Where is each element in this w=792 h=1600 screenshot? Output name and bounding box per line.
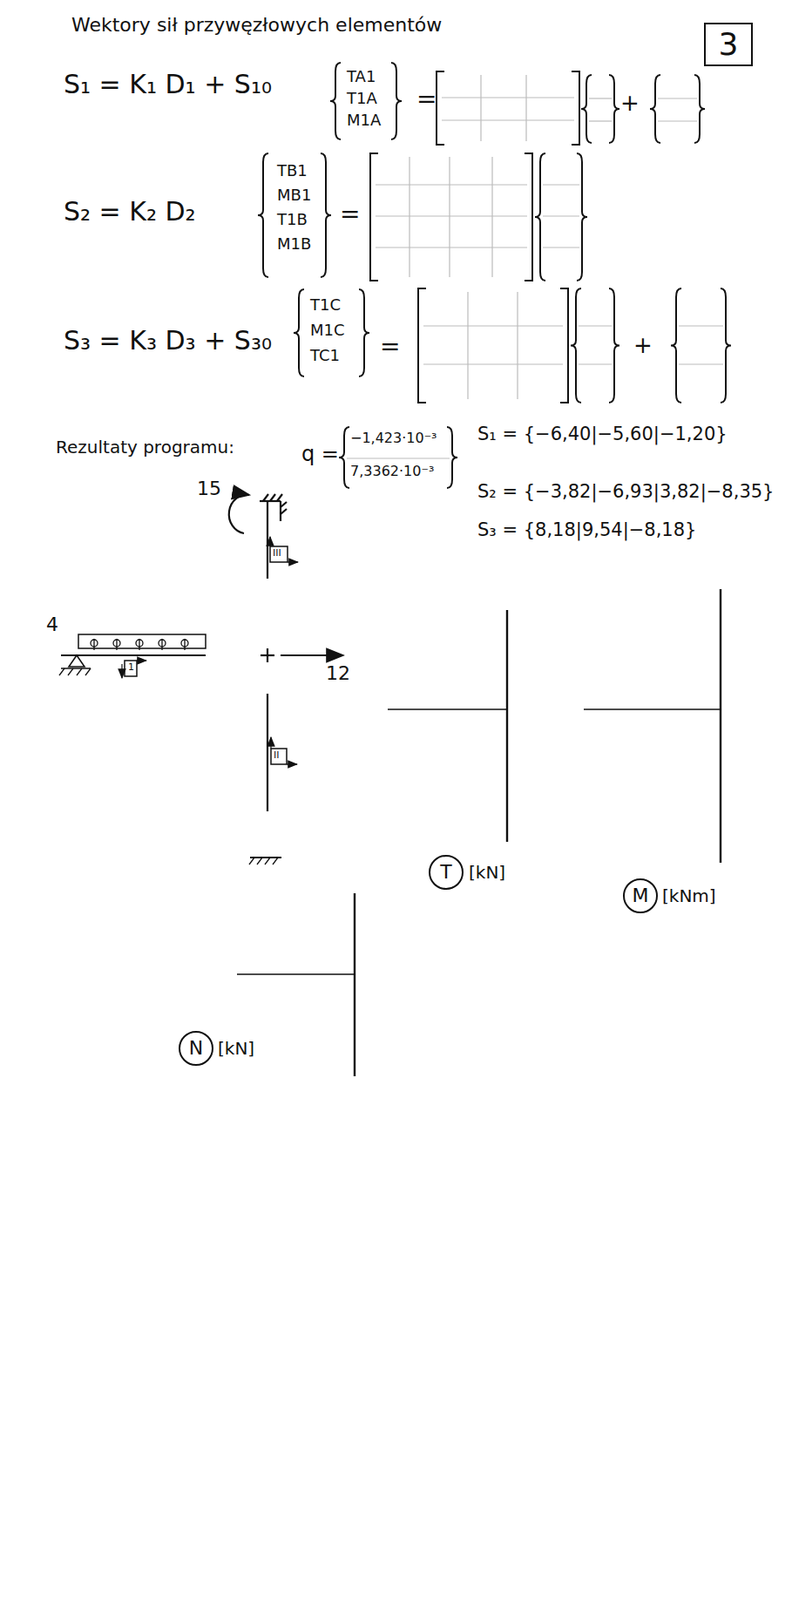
vector-entry: T1A [346, 89, 378, 109]
curly-brace [670, 288, 682, 403]
curly-brace [320, 153, 332, 278]
vector-entry: −1,423·10⁻³ [350, 430, 438, 447]
curly-brace [581, 74, 592, 143]
curly-brace [293, 289, 305, 377]
curly-brace [257, 153, 269, 278]
load-value: 4 [46, 613, 59, 636]
grid-line [657, 97, 698, 99]
grid-line [678, 324, 724, 326]
result: S₁ = {−6,40|−5,60|−1,20} [477, 423, 728, 445]
curly-brace [330, 62, 341, 140]
curly-brace [720, 288, 732, 403]
vector-entry: T1B [277, 210, 308, 230]
vector-entry: TA1 [346, 67, 376, 87]
matrix-bracket [436, 71, 445, 145]
grid-line [346, 457, 450, 459]
matrix-bracket [560, 288, 569, 403]
page-title: Wektory sił przywęzłowych elementów [71, 13, 442, 36]
node-text: 3 [718, 28, 739, 61]
curly-brace [649, 74, 661, 143]
grid-line [467, 291, 468, 400]
curly-brace [576, 153, 588, 281]
curly-brace [446, 426, 458, 488]
grid-line [578, 363, 612, 365]
operator: + [633, 332, 653, 359]
grid-line [441, 96, 575, 98]
node-text: M [632, 886, 650, 906]
grid-line [491, 156, 493, 278]
curly-brace [534, 153, 546, 281]
grid-line [578, 324, 612, 326]
grid-line [678, 363, 724, 365]
grid-line [408, 156, 410, 278]
unit-label: [kN] [217, 1038, 255, 1059]
structure [59, 494, 344, 865]
vector-entry: M1A [346, 111, 381, 130]
grid-line [375, 246, 528, 248]
equation: q = [301, 442, 339, 468]
curly-brace [358, 289, 370, 377]
grid-line [542, 246, 580, 248]
grid-line [441, 119, 575, 121]
equation: S₃ = K₃ D₃ + S₃₀ [63, 325, 272, 357]
grid-line [448, 156, 450, 278]
operator: + [620, 90, 640, 117]
grid-line [542, 215, 580, 217]
matrix-bracket [418, 288, 427, 403]
grid-line [588, 97, 612, 99]
grid-line [588, 120, 612, 122]
diagram-symbol: M [622, 878, 658, 914]
operator: = [416, 85, 437, 114]
grid-line [480, 74, 481, 142]
equation: S₂ = K₂ D₂ [63, 196, 197, 228]
matrix-bracket [370, 153, 379, 281]
vector-entry: T1C [310, 296, 341, 315]
curly-brace [338, 426, 350, 488]
grid-line [525, 74, 527, 142]
grid-line [516, 291, 518, 400]
result: S₃ = {8,18|9,54|−8,18} [477, 519, 697, 541]
vector-entry: TC1 [310, 346, 340, 366]
element-number: 1 [128, 662, 135, 674]
matrix-bracket [571, 71, 580, 145]
load-value: 12 [325, 662, 351, 684]
grid-line [375, 215, 528, 217]
matrix-brackets [257, 62, 732, 488]
vector-entry: M1C [310, 321, 346, 340]
vector-entry: TB1 [277, 162, 308, 181]
grid-line [423, 363, 563, 365]
unit-label: [kNm] [662, 886, 717, 907]
grid-line [542, 183, 580, 185]
grid-line [375, 183, 528, 185]
curly-brace [391, 62, 402, 140]
note: Rezultaty programu: [55, 437, 235, 458]
result-diagrams [236, 588, 721, 1077]
node-text: T [440, 862, 452, 882]
diagram-symbol: T [428, 854, 464, 890]
node-text: N [189, 1038, 204, 1058]
operator: = [379, 332, 400, 361]
curly-brace [609, 74, 620, 143]
diagram-symbol: N [178, 1030, 214, 1066]
curly-brace [694, 74, 705, 143]
unit-label: [kN] [468, 862, 506, 883]
vector-entry: MB1 [277, 186, 312, 205]
element-number: III [272, 548, 282, 560]
result: S₂ = {−3,82|−6,93|3,82|−8,35} [477, 480, 774, 502]
page-number-box: 3 [704, 22, 753, 67]
vector-entry: M1B [277, 235, 312, 254]
matrix-bracket [524, 153, 533, 281]
curly-brace [609, 288, 620, 403]
vector-entry: 7,3362·10⁻³ [350, 463, 434, 480]
grid-line [423, 324, 563, 326]
load-value: 15 [196, 477, 222, 500]
grid-line [657, 120, 698, 122]
matrix-grid [346, 74, 724, 459]
curly-brace [570, 288, 582, 403]
element-number: II [273, 750, 280, 762]
equation: S₁ = K₁ D₁ + S₁₀ [63, 69, 272, 101]
operator: = [339, 200, 360, 229]
